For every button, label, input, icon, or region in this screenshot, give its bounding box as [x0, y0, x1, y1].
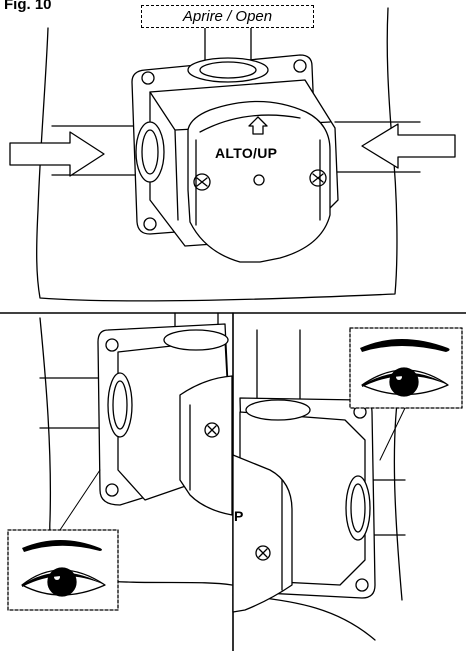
up-arrow-icon: [248, 116, 268, 135]
up-label: ALTO/UP: [215, 145, 278, 161]
open-label: Aprire / Open: [182, 8, 273, 25]
plate-hole: [293, 59, 307, 73]
front-cover-bl: [179, 375, 233, 516]
figure-label: Fig. 10: [4, 0, 52, 13]
right-arrow-icon: [9, 131, 105, 177]
pipe-left: [51, 125, 141, 176]
partial-up-label: P: [234, 508, 244, 524]
left-socket-bl: [107, 372, 133, 438]
plate-hole: [141, 71, 155, 85]
eye-icon: [21, 540, 106, 597]
front-cover: [187, 100, 331, 263]
eye-icon: [360, 339, 450, 397]
pipe-top-br: [256, 329, 301, 401]
open-label-box: Aprire / Open: [141, 5, 314, 28]
top-socket-br: [245, 399, 311, 421]
front-cover-br: [232, 454, 293, 613]
left-socket: [135, 121, 165, 183]
right-socket-br: [345, 475, 371, 541]
pipe-top: [204, 27, 252, 63]
pipe-right: [334, 121, 421, 173]
cover-screw: [309, 169, 327, 187]
plate-hole: [143, 217, 157, 231]
cover-screw: [193, 173, 211, 191]
left-arrow-icon: [361, 123, 456, 169]
